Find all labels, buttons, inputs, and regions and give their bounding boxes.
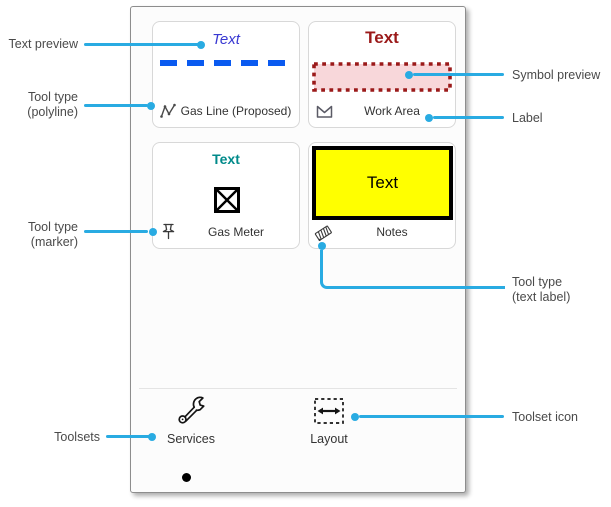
callout-tool-type-text-label: Tool type (text label) — [512, 275, 570, 305]
polyline-icon — [158, 103, 178, 119]
callout-dot — [405, 71, 413, 79]
text-preview-notes: Text — [366, 173, 399, 192]
callout-toolsets: Toolsets — [54, 430, 100, 444]
callout-line — [84, 104, 148, 107]
callout-dot — [318, 242, 326, 250]
tool-card-notes[interactable]: Text Notes — [308, 142, 456, 249]
callout-dot — [425, 114, 433, 122]
pushpin-icon — [158, 223, 178, 241]
callout-dot — [351, 413, 359, 421]
callout-tool-type-polyline: Tool type (polyline) — [0, 90, 78, 120]
toolset-services[interactable]: Services — [149, 393, 233, 446]
dashed-extent-arrow-icon — [287, 393, 371, 429]
card-footer: Notes — [314, 221, 450, 243]
callout-dot — [147, 102, 155, 110]
tool-card-work-area[interactable]: Text Work Area — [308, 21, 456, 128]
callout-line — [359, 415, 504, 418]
callout-dot — [148, 433, 156, 441]
callout-dot — [149, 228, 157, 236]
tool-label-notes: Notes — [376, 225, 408, 239]
callout-line2: (text label) — [512, 290, 571, 304]
callout-tool-type-marker: Tool type (marker) — [0, 220, 78, 250]
tool-card-gas-meter[interactable]: Text Gas Meter — [152, 142, 300, 249]
callout-toolset-icon: Toolset icon — [512, 410, 579, 424]
tool-label-gas-meter: Gas Meter — [207, 225, 264, 239]
card-footer: Gas Line (Proposed) — [158, 100, 294, 122]
text-label-icon — [314, 222, 334, 242]
text-preview-gas-line: Text — [212, 31, 240, 48]
callout-line1: Tool type — [27, 90, 78, 104]
tool-card-gas-line[interactable]: Text Gas Line (Proposed) — [152, 21, 300, 128]
page-indicator-dot[interactable] — [182, 473, 191, 482]
markup-tool-palette: Text Gas Line (Proposed) Text — [130, 6, 466, 493]
toolbar-divider — [139, 388, 457, 389]
callout-line2: (polyline) — [27, 105, 78, 119]
callout-line — [84, 43, 200, 46]
callout-label: Label — [512, 111, 543, 125]
callout-symbol-preview: Symbol preview — [512, 68, 601, 82]
polygon-symbol-preview — [312, 62, 452, 97]
callout-line1: Tool type — [512, 275, 563, 289]
callout-line — [106, 435, 150, 438]
toolset-layout[interactable]: Layout — [287, 393, 371, 446]
marker-symbol-preview — [214, 187, 240, 218]
text-symbol-preview: Text — [312, 146, 453, 220]
polyline-symbol-preview — [160, 60, 292, 66]
callout-line — [413, 73, 504, 76]
card-footer: Gas Meter — [158, 221, 294, 243]
callout-text-preview: Text preview — [8, 37, 78, 51]
polygon-icon — [314, 104, 334, 119]
tool-label-work-area: Work Area — [364, 104, 420, 118]
callout-line — [84, 230, 148, 233]
callout-dot — [197, 41, 205, 49]
text-preview-work-area: Text — [365, 28, 399, 47]
toolset-label-services: Services — [167, 432, 215, 446]
callout-line — [433, 116, 504, 119]
toolset-label-layout: Layout — [310, 432, 348, 446]
tool-label-gas-line: Gas Line (Proposed) — [180, 104, 292, 118]
callout-line1: Tool type — [27, 220, 78, 234]
text-preview-gas-meter: Text — [212, 151, 240, 167]
callout-elbow-line — [320, 250, 505, 289]
callout-line2: (marker) — [30, 235, 78, 249]
card-footer: Work Area — [314, 100, 450, 122]
wrench-icon — [149, 393, 233, 429]
